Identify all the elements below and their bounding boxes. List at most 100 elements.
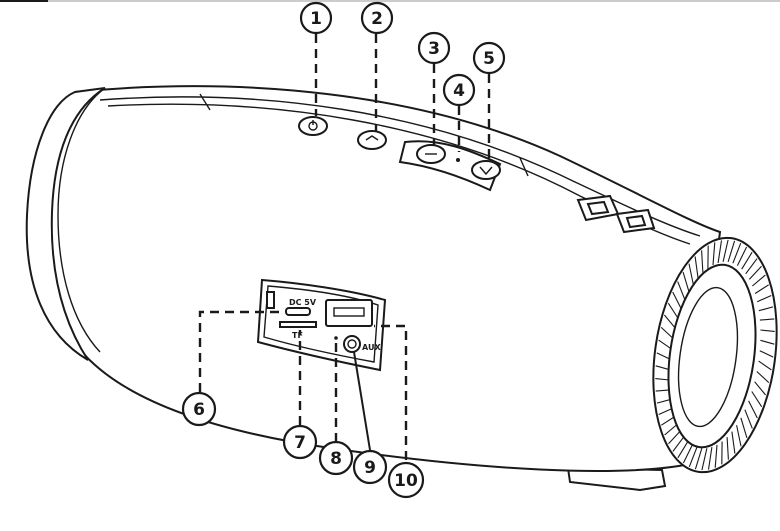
indicator-led [456,158,460,162]
power-button[interactable] [298,116,328,136]
aux-jack[interactable] [343,335,361,353]
radiator-fin [694,256,699,279]
svg-text:8: 8 [330,449,342,469]
radiator-fin [701,250,704,273]
radiator-fin [682,271,690,293]
radiator-fin [668,430,682,445]
radiator-fin [667,302,679,319]
radiator-fin [672,291,682,310]
radiator-fin [717,240,723,263]
radiator-fin [722,239,729,262]
radiator-fin [760,339,775,345]
radiator-fin [677,440,689,459]
strip-joint-right [519,157,529,177]
svg-text:7: 7 [294,433,306,453]
leader-6 [198,310,284,392]
radiator-fin [756,294,772,303]
radiator-fin [759,350,774,358]
radiator-fin [688,263,694,285]
radiator-fin [664,423,678,436]
radiator-fin [655,389,671,392]
radiator-fin [688,446,698,467]
callout-8: 8 [318,440,354,476]
tab-slot [266,291,275,309]
radiator-fin [712,242,716,266]
radiator-fin [736,246,748,266]
radiator-fin [736,425,742,447]
leader-10 [374,324,408,460]
usb-port[interactable] [325,299,373,327]
port-panel-inner [263,285,379,363]
radiator-fin [660,326,674,339]
svg-text:1: 1 [310,9,322,29]
callout-3: 3 [417,31,451,65]
strap-loops [576,194,656,234]
radiator-fin [748,400,758,419]
aux-jack-hole [347,339,357,349]
top-buttons [298,116,502,192]
radiator-fin [672,435,685,452]
usb-port-tongue [333,307,365,317]
speaker-body: DC 5V TF AUX [25,85,778,492]
radiator-fin [714,444,718,468]
svg-text:4: 4 [453,81,465,101]
callout-4: 4 [442,73,476,107]
radiator-fin [756,371,770,384]
dc-port[interactable] [285,307,311,316]
callout-1: 1 [299,1,333,35]
leader-9 [353,351,371,451]
leader-lines [198,34,491,460]
svg-text:5: 5 [483,49,495,69]
radiator-fin [754,381,767,396]
right-radiator [652,236,778,474]
radiator-fin [682,444,694,464]
radiator-fin [656,352,671,360]
callout-10: 10 [387,461,425,499]
svg-text:2: 2 [371,9,383,29]
callout-7: 7 [282,424,318,460]
radiator-fin [694,447,703,470]
radiator-fin [731,431,736,454]
dc-label: DC 5V [289,298,317,307]
mode-button[interactable] [357,130,387,150]
radiator-fin [754,284,769,294]
radiator-fin [707,447,713,470]
left-end-edge [57,87,106,353]
port-panel: DC 5V TF AUX [256,278,387,372]
radiator-fin [759,318,775,321]
radiator-fin [744,409,753,429]
radiator-fin [760,329,775,332]
radiator-fin [758,360,772,371]
radiator-fin [658,339,672,350]
radiator-fin [661,416,676,426]
svg-text:9: 9 [364,458,376,478]
radiator-fin [701,448,708,471]
tf-slot[interactable] [279,321,317,328]
radiator-fin [740,417,748,439]
radiator-fin [655,365,670,371]
mode-icon [365,135,379,141]
callouts: 1 2 3 4 5 6 7 8 [181,1,506,499]
strip-joint-left [199,93,211,111]
svg-text:3: 3 [428,39,440,59]
volume-up-icon [479,166,493,176]
volume-up-button[interactable] [471,160,501,180]
callout-2: 2 [360,1,394,35]
mic-hole [334,336,338,340]
radiator-fin [745,258,758,275]
left-end-cap [25,87,106,361]
callout-5: 5 [472,41,506,75]
radiator-fin [732,243,742,264]
radiator-fin [656,398,672,404]
radiator-fin [741,251,753,270]
radiator-fin [748,265,762,280]
tf-label: TF [292,331,303,340]
radiator-fin [752,274,766,287]
radiator-fin [727,240,736,263]
radiator-core [677,286,739,428]
radiator-fin [751,391,763,408]
svg-text:10: 10 [394,471,418,491]
svg-text:6: 6 [193,400,205,420]
aux-label: AUX [362,343,381,352]
